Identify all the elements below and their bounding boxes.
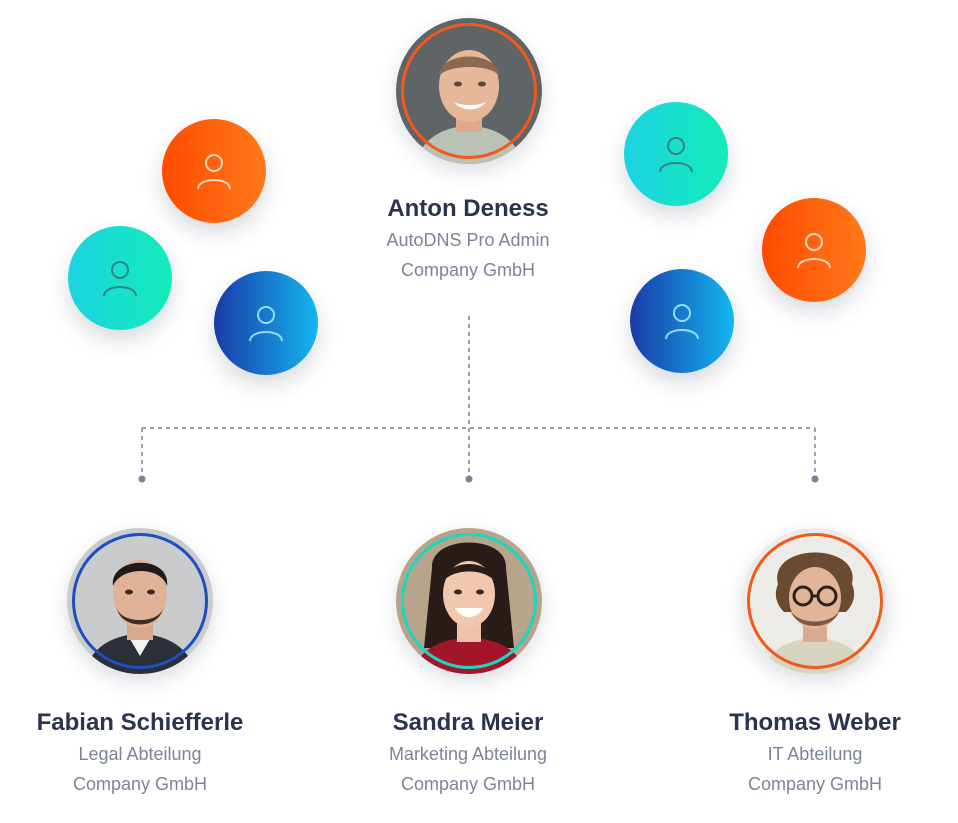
person-role: AutoDNS Pro Admin xyxy=(386,230,550,250)
avatar-sandra-meier xyxy=(396,528,542,674)
person-department: IT Abteilung xyxy=(767,744,863,764)
user-icon xyxy=(659,137,693,173)
person-name: Fabian Schiefferle xyxy=(36,709,244,736)
top-person-info: Anton Deness AutoDNS Pro Admin Company G… xyxy=(318,193,618,285)
connector-dot xyxy=(138,475,146,483)
user-bubble-orange-right xyxy=(762,198,866,302)
avatar-thomas-weber xyxy=(742,528,888,674)
user-icon xyxy=(197,154,231,190)
user-bubble-teal-right xyxy=(624,102,728,206)
user-bubble-blue-left xyxy=(214,271,318,375)
person-name: Sandra Meier xyxy=(392,709,544,736)
user-icon xyxy=(665,304,699,340)
person-company: Company GmbH xyxy=(400,260,536,280)
person-name: Thomas Weber xyxy=(729,709,901,736)
person-company: Company GmbH xyxy=(72,774,208,794)
user-bubble-teal-left xyxy=(68,226,172,330)
user-bubble-orange-left xyxy=(162,119,266,223)
avatar-anton-deness xyxy=(396,18,542,164)
user-icon xyxy=(797,233,831,269)
person-department: Legal Abteilung xyxy=(78,744,202,764)
avatar-ring xyxy=(72,533,208,669)
person-company: Company GmbH xyxy=(747,774,883,794)
user-bubble-blue-right xyxy=(630,269,734,373)
user-icon xyxy=(103,261,137,297)
person-name: Anton Deness xyxy=(387,195,549,222)
avatar-ring xyxy=(401,533,537,669)
connector-dot xyxy=(811,475,819,483)
user-icon xyxy=(249,306,283,342)
person-company: Company GmbH xyxy=(400,774,536,794)
person-department: Marketing Abteilung xyxy=(388,744,548,764)
avatar-ring xyxy=(401,23,537,159)
avatar-ring xyxy=(747,533,883,669)
member-info-sandra: Sandra Meier Marketing Abteilung Company… xyxy=(318,707,618,799)
avatar-fabian-schiefferle xyxy=(67,528,213,674)
member-info-fabian: Fabian Schiefferle Legal Abteilung Compa… xyxy=(0,707,290,799)
connector-dot xyxy=(465,475,473,483)
member-info-thomas: Thomas Weber IT Abteilung Company GmbH xyxy=(665,707,958,799)
